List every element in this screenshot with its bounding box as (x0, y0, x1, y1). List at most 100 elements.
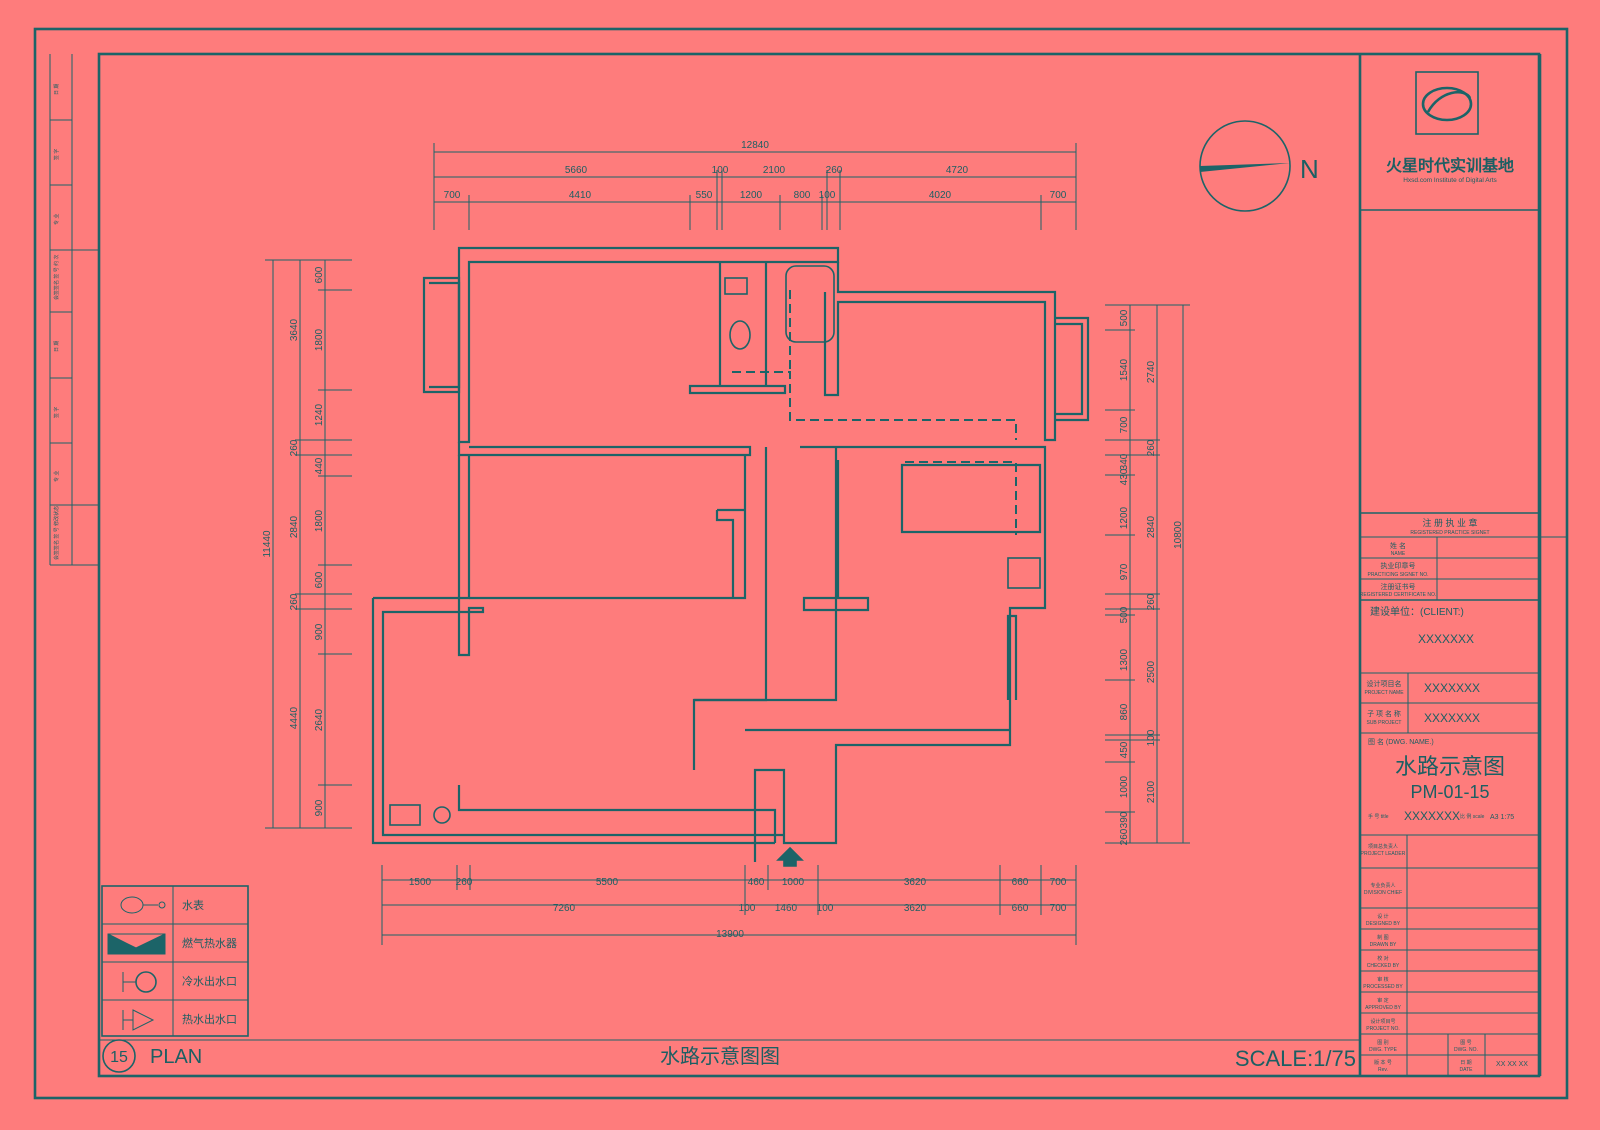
entry-arrow-icon (776, 846, 804, 867)
dim-top-r2-8: 700 (1050, 190, 1067, 201)
role-7-en: APPROVED BY (1365, 1005, 1402, 1011)
dim-left-r2-1: 600 (314, 266, 325, 283)
dim-top-r1-1: 5660 (565, 165, 588, 176)
dim-right-r1-2: 260 (1146, 439, 1157, 456)
company-logo-icon (1415, 71, 1479, 135)
dim-left-r2-7: 900 (314, 623, 325, 640)
binding-cell-4: 会签签名 签 号 约 次 (53, 254, 60, 300)
binding-cell-1: 日 期 (54, 84, 60, 95)
company-name-en: Hxsd.com Institute of Digital Arts (1403, 177, 1497, 184)
bathtub-icon (785, 265, 835, 343)
dim-left-r2-9: 900 (314, 799, 325, 816)
role-3-cn: 设 计 (1377, 913, 1388, 920)
scale-label: 比 例 scale (1460, 813, 1485, 820)
plan-label: PLAN (150, 1046, 202, 1068)
legend-label-2: 燃气热水器 (182, 936, 237, 950)
dim-right-r1-6: 100 (1146, 729, 1157, 746)
binding-cell-3: 专 业 (53, 214, 60, 225)
dimension-text-left: 11440 3640 260 2840 260 4440 600 1800 12… (262, 266, 325, 816)
project-name-label-en: PROJECT NAME (1364, 690, 1404, 696)
dim-bottom-r2-6: 660 (1012, 903, 1029, 914)
dim-bottom-r1-1: 1500 (409, 877, 432, 888)
cold-water-outlet-icon (122, 971, 157, 993)
basin-icon (724, 277, 748, 295)
client-value: XXXXXXX (1418, 632, 1474, 646)
dim-bottom-r1-7: 660 (1012, 877, 1029, 888)
dim-top-r2-4: 1200 (740, 190, 763, 201)
dim-left-r1-5: 4440 (289, 706, 300, 729)
dim-bottom-r2-2: 100 (739, 903, 756, 914)
drawing-name-label: 图 名 (DWG. NAME.) (1368, 737, 1434, 746)
north-label: N (1300, 154, 1319, 184)
dim-right-r1-1: 2740 (1146, 360, 1157, 383)
role-10-en: Rev. (1378, 1067, 1388, 1073)
dim-bottom-r2-1: 7260 (553, 903, 576, 914)
role-2-cn: 专业负责人 (1370, 882, 1395, 889)
seal-no-label-en: PRACTICING SIGNET NO. (1367, 572, 1428, 578)
dim-bottom-r1-2: 260 (456, 877, 473, 888)
dim-bottom-r1-5: 1000 (782, 877, 805, 888)
dim-bottom-total: 13900 (716, 929, 744, 940)
role-3-en: DESIGNED BY (1366, 921, 1401, 927)
title-value: XXXXXXX (1404, 809, 1460, 823)
role-8-cn: 设计项目号 (1370, 1018, 1395, 1025)
dimension-text-bottom: 1500 260 5500 460 1000 3620 660 700 7260… (409, 877, 1067, 940)
scale-text: SCALE:1/75 (1235, 1046, 1356, 1071)
dim-top-r2-3: 550 (696, 190, 713, 201)
water-pipes (732, 290, 1017, 535)
dim-left-r2-8: 2640 (314, 708, 325, 731)
dim-right-r2-5: 430 (1119, 468, 1130, 485)
dim-right-r2-2: 1540 (1119, 358, 1130, 381)
dim-right-r1-5: 2500 (1146, 660, 1157, 683)
floor-plan (371, 246, 1090, 862)
dim-left-r1-2: 260 (289, 439, 300, 456)
dwg-no-label-en: DWG. NO. (1454, 1047, 1478, 1053)
dim-right-r2-14: 260 (1119, 828, 1130, 845)
dim-left-r1-1: 3640 (289, 318, 300, 341)
dim-right-r2-11: 450 (1119, 741, 1130, 758)
date-label-en: DATE (1460, 1067, 1474, 1073)
dim-bottom-r2-3: 1460 (775, 903, 798, 914)
binding-cell-2: 签 字 (53, 149, 60, 160)
dim-left-r1-4: 260 (289, 593, 300, 610)
role-5-en: CHECKED BY (1367, 963, 1400, 969)
binding-strip: 日 期 签 字 专 业 会签签名 签 号 约 次 日 期 签 字 专 业 会签签… (49, 54, 99, 566)
dim-right-r2-10: 860 (1119, 703, 1130, 720)
drawing-caption: 15 PLAN 水路示意图图 SCALE:1/75 (99, 1039, 1360, 1073)
role-9-cn: 图 别 (1377, 1039, 1388, 1046)
sub-project-label: 子 项 名 称 (1367, 709, 1401, 718)
dimension-text-top: 12840 5660 100 2100 260 4720 700 4410 55… (444, 140, 1067, 201)
seal-no-label: 执业印章号 (1381, 561, 1416, 570)
dim-right-r2-1: 500 (1119, 309, 1130, 326)
dim-left-r2-2: 1800 (314, 328, 325, 351)
cert-label: 注册证书号 (1381, 582, 1416, 591)
dim-left-r2-3: 1240 (314, 403, 325, 426)
dim-left-r2-5: 1800 (314, 509, 325, 532)
dimension-text-right: 10800 2740 260 2840 260 2500 100 2100 50… (1119, 309, 1184, 845)
kitchen-sink-icon (389, 804, 421, 826)
date-value: XX XX XX (1496, 1061, 1528, 1068)
dim-top-r2-1: 700 (444, 190, 461, 201)
dim-left-r2-6: 600 (314, 571, 325, 588)
role-1-en: PROJECT LEADER (1361, 851, 1406, 857)
washing-machine-icon (1007, 557, 1041, 589)
dim-bottom-r1-6: 3620 (904, 877, 927, 888)
dim-right-r2-3: 700 (1119, 416, 1130, 433)
north-arrow: N (1199, 120, 1319, 212)
binding-cell-6: 签 字 (53, 407, 60, 418)
date-label: 日 期 (1460, 1060, 1471, 1066)
stove-icon (433, 806, 451, 824)
binding-cell-5: 日 期 (54, 341, 60, 352)
dim-bottom-r2-5: 3620 (904, 903, 927, 914)
dim-bottom-r2-4: 100 (817, 903, 834, 914)
dim-right-r1-4: 260 (1146, 593, 1157, 610)
name-label-en: NAME (1391, 551, 1406, 557)
role-6-cn: 审 核 (1377, 976, 1388, 983)
gas-water-heater-icon (107, 933, 166, 955)
dim-left-r1-3: 2840 (289, 515, 300, 538)
role-9-en: DWG. TYPE (1369, 1047, 1398, 1053)
dim-right-r2-13: 390 (1119, 811, 1130, 828)
dim-right-r2-12: 1000 (1119, 775, 1130, 798)
dim-top-r2-7: 4020 (929, 190, 952, 201)
